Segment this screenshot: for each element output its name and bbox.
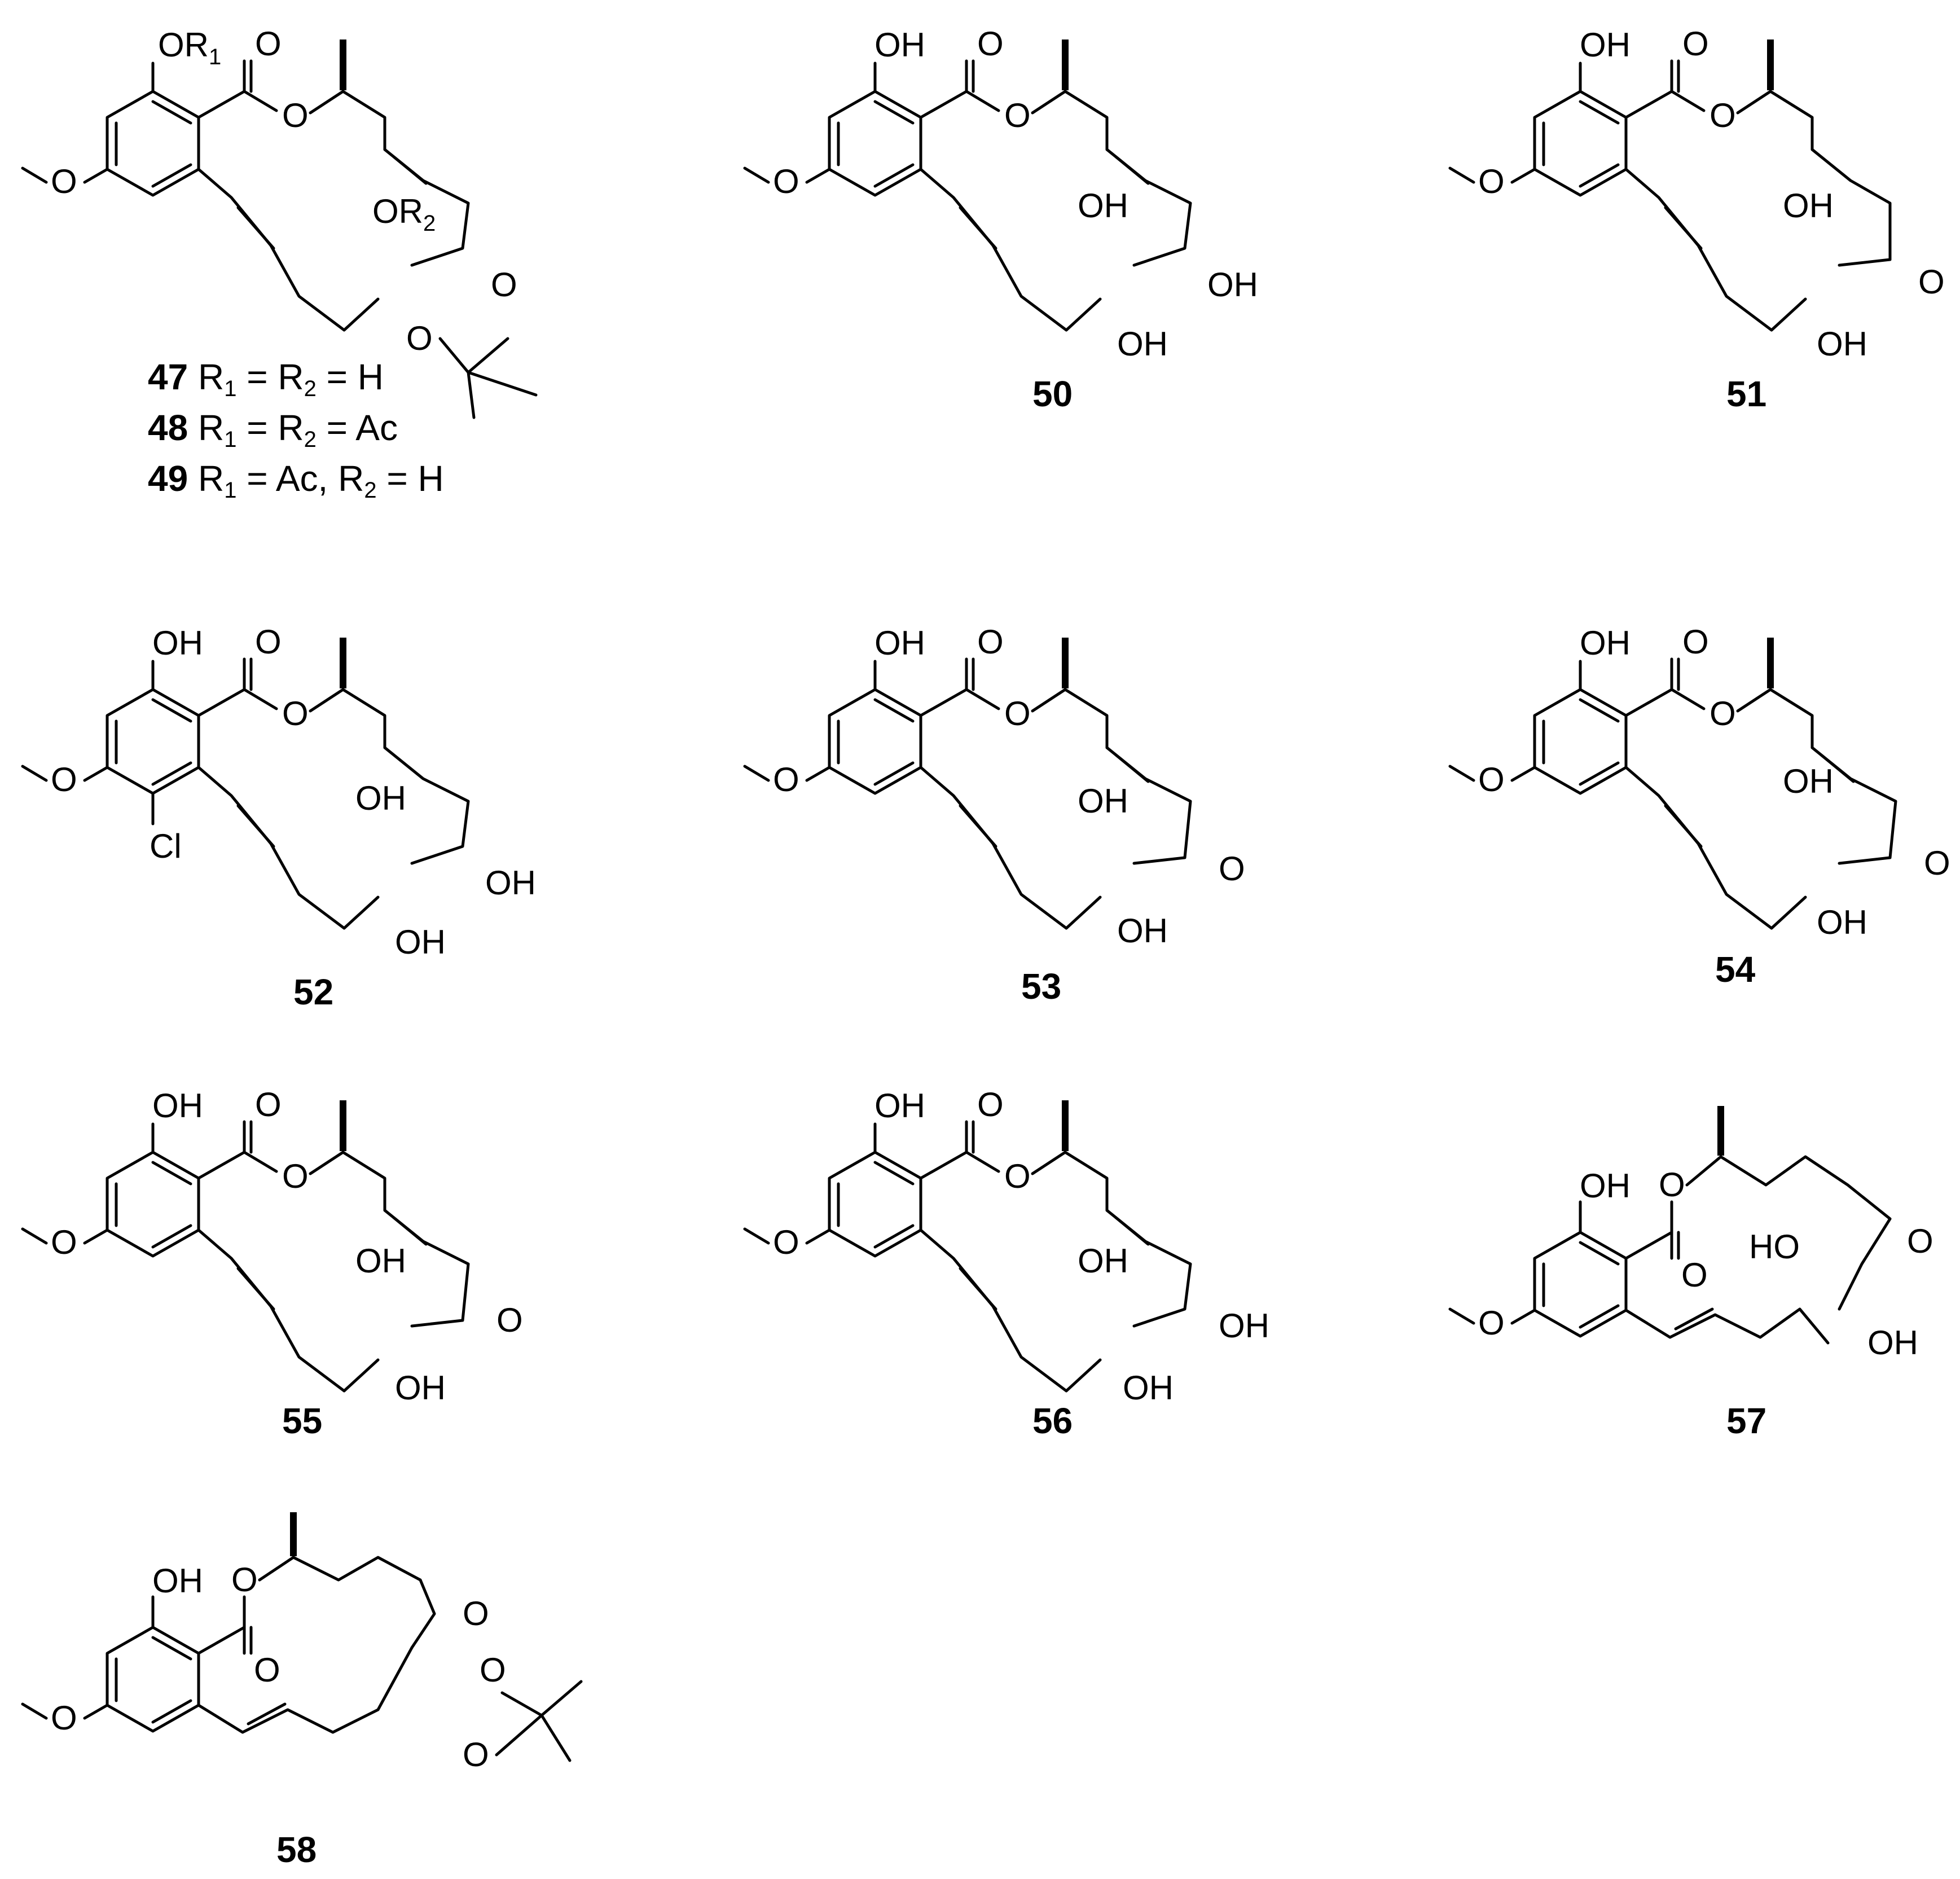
compound-number-55: 55 [282, 1401, 322, 1441]
phenol-oh: OH [874, 1087, 925, 1125]
hydroxyl: OH [355, 779, 406, 817]
or1-label: OR1 [158, 26, 221, 69]
compound-number-51: 51 [1726, 374, 1766, 414]
ketone-oxygen: O [463, 1595, 489, 1632]
hydroxyl: OH [355, 1242, 406, 1280]
hydroxyl: OH [1117, 325, 1168, 363]
methoxy-oxygen: O [51, 1223, 77, 1261]
methoxy-oxygen: O [773, 163, 799, 200]
legend-line-47: 47 R1 = R2 = H [148, 357, 384, 401]
structure-55: OH O O O OH O OH 55 [23, 1086, 523, 1441]
hydroxyl: OH [1078, 1242, 1128, 1280]
carbonyl-oxygen: O [254, 1651, 280, 1689]
structure-50: OH O O O OH OH OH 50 [745, 25, 1258, 414]
ester-oxygen: O [1709, 96, 1736, 134]
methoxy-oxygen: O [51, 1699, 77, 1737]
hydroxyl: OH [1078, 782, 1128, 820]
ester-oxygen: O [282, 96, 309, 134]
ester-oxygen: O [282, 695, 309, 732]
hydroxyl: OH [1207, 266, 1258, 304]
hydroxyl: OH [1867, 1324, 1918, 1362]
dioxolane-oxygen: O [406, 319, 433, 357]
hydroxyl: OH [1817, 325, 1867, 363]
carbonyl-oxygen: O [255, 1086, 282, 1123]
hydroxyl: OH [1783, 187, 1834, 225]
compound-number-58: 58 [276, 1829, 317, 1870]
hydroxyl: OH [1078, 187, 1128, 225]
phenol-oh: OH [1580, 624, 1631, 662]
legend-line-49: 49 R1 = Ac, R2 = H [148, 458, 444, 503]
ester-oxygen: O [1004, 1157, 1031, 1195]
carbonyl-oxygen: O [977, 623, 1004, 661]
methoxy-oxygen: O [1478, 761, 1505, 798]
methoxy-oxygen: O [51, 761, 77, 798]
carbonyl-oxygen: O [1682, 25, 1709, 63]
carbonyl-oxygen: O [1682, 623, 1709, 661]
ketone-oxygen: O [1907, 1222, 1933, 1260]
ester-oxygen: O [1709, 695, 1736, 732]
carbonyl-oxygen: O [1681, 1256, 1708, 1294]
compound-number-52: 52 [293, 972, 333, 1012]
dioxolane-oxygen: O [491, 266, 517, 304]
carbonyl-oxygen: O [977, 25, 1004, 63]
phenol-oh: OH [1580, 26, 1631, 64]
hydroxyl: OH [1219, 1307, 1269, 1345]
ketone-oxygen: O [1219, 850, 1245, 888]
ester-oxygen: O [1004, 96, 1031, 134]
ketone-oxygen: O [496, 1301, 523, 1339]
phenol-oh: OH [152, 1087, 203, 1125]
hydroxyl: OH [485, 864, 536, 902]
hydroxyl: OH [1117, 912, 1168, 950]
ester-oxygen: O [231, 1561, 258, 1599]
methoxy-oxygen: O [773, 1223, 799, 1261]
legend-47-49: 47 R1 = R2 = H 48 R1 = R2 = Ac 49 R1 = A… [148, 357, 444, 503]
phenol-oh: OH [152, 624, 203, 662]
methoxy-oxygen: O [51, 163, 77, 200]
methoxy-oxygen: O [773, 761, 799, 798]
structure-58: OH O O O O O O 58 [21, 1512, 583, 1870]
dioxolane-oxygen: O [463, 1736, 489, 1773]
structure-57: OH O O O HO O OH 57 [1448, 1106, 1933, 1441]
compound-number-50: 50 [1032, 374, 1073, 414]
ketone-oxygen: O [1918, 263, 1945, 301]
dioxolane-oxygen: O [480, 1651, 506, 1689]
methoxy-oxygen: O [1478, 1304, 1505, 1342]
ester-oxygen: O [1004, 695, 1031, 732]
carbonyl-oxygen: O [255, 25, 282, 63]
structure-51: OH O O O OH O OH 51 [1450, 25, 1945, 414]
hydroxyl: OH [395, 923, 446, 961]
hydroxyl: OH [395, 1369, 446, 1407]
methoxy-oxygen: O [1478, 163, 1505, 200]
or2-label: OR2 [372, 192, 436, 236]
structure-52: OH O O O Cl OH OH OH 52 [23, 623, 536, 1012]
carbonyl-oxygen: O [977, 1086, 1004, 1123]
hydroxyl: OH [1783, 762, 1834, 800]
compound-number-56: 56 [1032, 1401, 1073, 1441]
structure-54: OH O O O OH O OH 54 [1450, 623, 1950, 990]
hydroxyl: OH [1123, 1369, 1174, 1407]
hydroxyl: OH [1817, 903, 1867, 941]
legend-line-48: 48 R1 = R2 = Ac [148, 407, 398, 452]
structure-56: OH O O O OH OH OH 56 [745, 1086, 1269, 1441]
compound-number-54: 54 [1715, 949, 1756, 990]
ketone-oxygen: O [1924, 844, 1950, 882]
ester-oxygen: O [1659, 1166, 1685, 1204]
compound-number-53: 53 [1021, 966, 1061, 1007]
hydroxyl: HO [1749, 1228, 1800, 1266]
structure-53: OH O O O OH O OH 53 [745, 623, 1245, 1007]
chlorine: Cl [150, 827, 182, 865]
phenol-oh: OH [874, 26, 925, 64]
structure-47-49: OR1 O O O OR2 O O [23, 25, 538, 419]
phenol-oh: OH [1580, 1167, 1631, 1205]
ester-oxygen: O [282, 1157, 309, 1195]
phenol-oh: OH [152, 1562, 203, 1600]
compound-number-57: 57 [1726, 1401, 1766, 1441]
phenol-oh: OH [874, 624, 925, 662]
carbonyl-oxygen: O [255, 623, 282, 661]
